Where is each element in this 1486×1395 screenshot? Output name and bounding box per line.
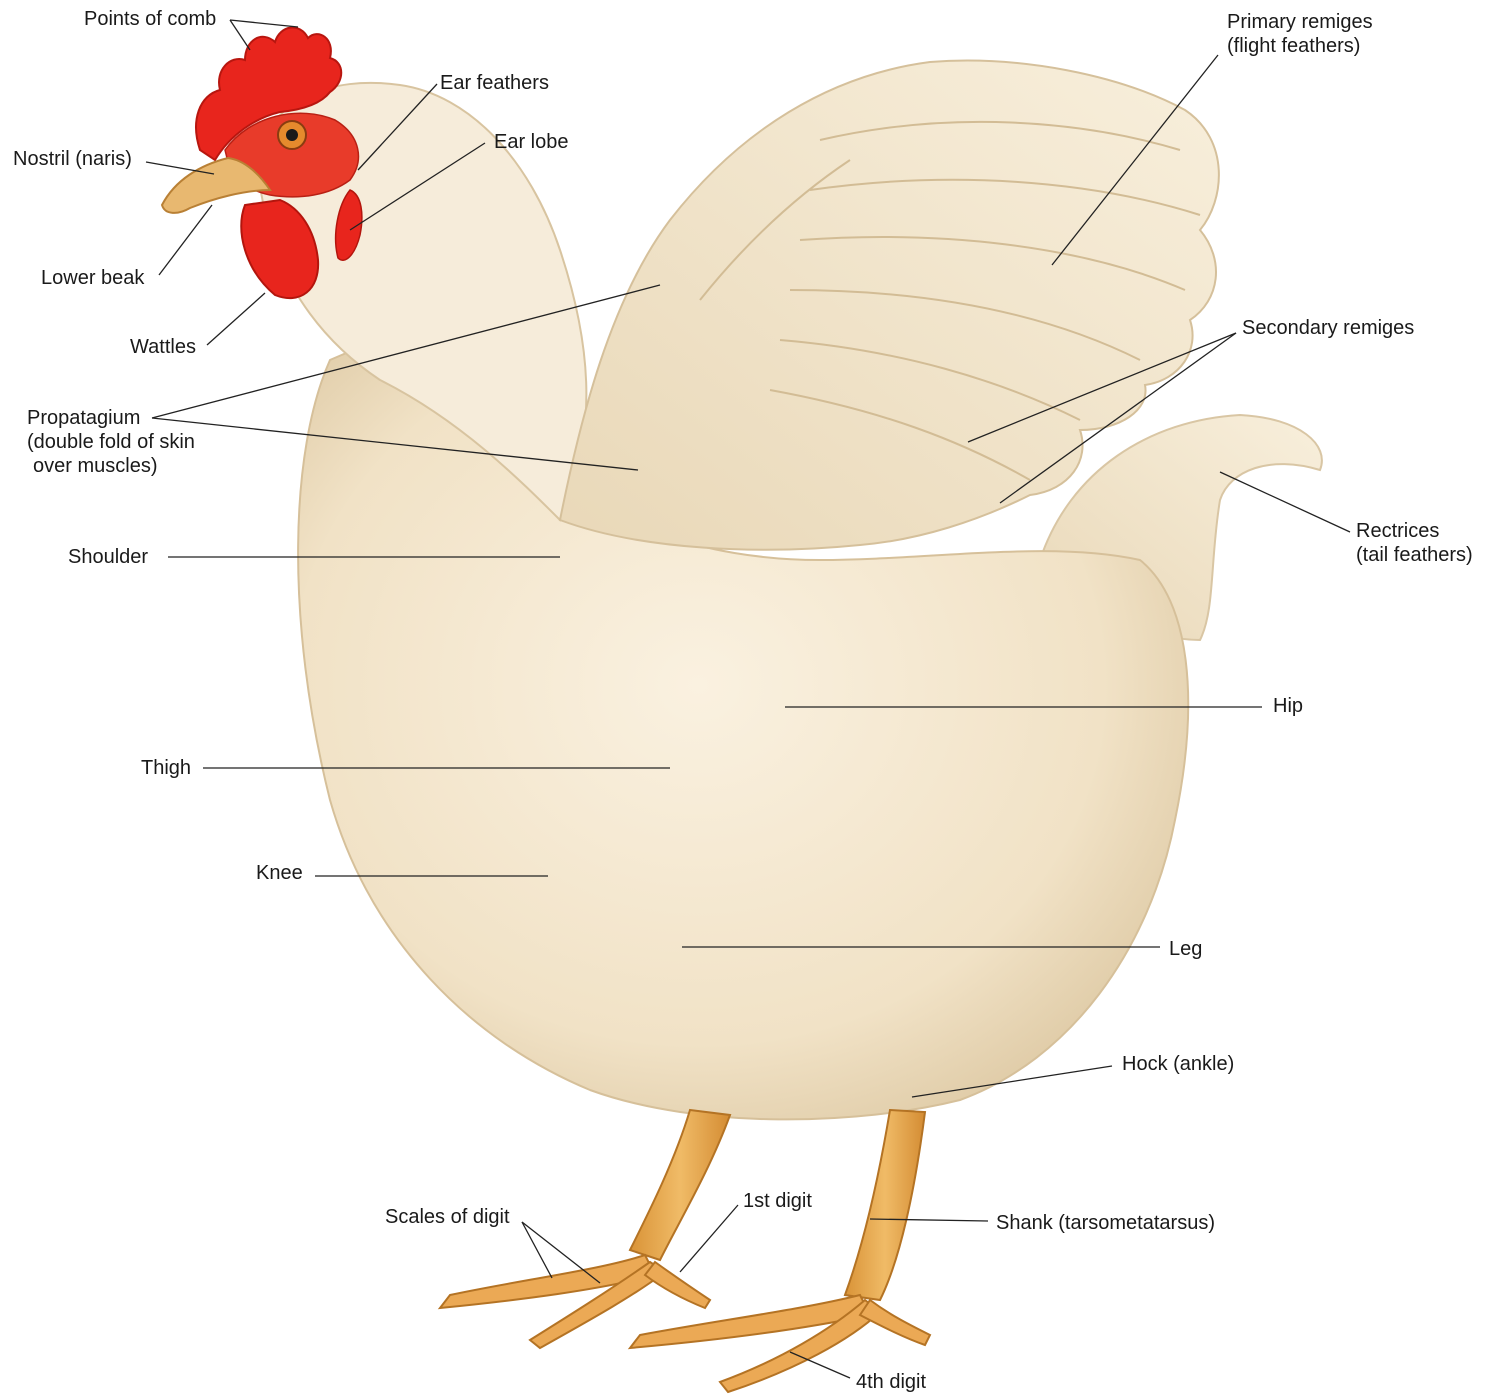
label-ear-feathers: Ear feathers	[440, 71, 549, 95]
label-secondary-remiges: Secondary remiges	[1242, 316, 1414, 340]
label-hip: Hip	[1273, 694, 1303, 718]
label-propatagium-line2: (double fold of skin	[27, 430, 195, 454]
label-points-of-comb: Points of comb	[84, 7, 216, 31]
label-rectrices: Rectrices (tail feathers)	[1356, 519, 1473, 567]
label-propatagium: Propatagium (double fold of skin over mu…	[27, 406, 195, 478]
label-4th-digit: 4th digit	[856, 1370, 926, 1394]
label-shank: Shank (tarsometatarsus)	[996, 1211, 1215, 1235]
label-nostril: Nostril (naris)	[13, 147, 132, 171]
label-primary-remiges-line1: Primary remiges	[1227, 10, 1373, 34]
label-knee: Knee	[256, 861, 303, 885]
label-lower-beak: Lower beak	[41, 266, 144, 290]
label-primary-remiges-line2: (flight feathers)	[1227, 34, 1373, 58]
label-propatagium-line1: Propatagium	[27, 406, 195, 430]
label-hock: Hock (ankle)	[1122, 1052, 1234, 1076]
right-leg	[845, 1110, 925, 1300]
label-rectrices-line2: (tail feathers)	[1356, 543, 1473, 567]
label-leg: Leg	[1169, 937, 1202, 961]
label-ear-lobe: Ear lobe	[494, 130, 569, 154]
label-thigh: Thigh	[141, 756, 191, 780]
left-leg	[630, 1110, 730, 1260]
label-scales-of-digit: Scales of digit	[385, 1205, 510, 1229]
label-1st-digit: 1st digit	[743, 1189, 812, 1213]
label-rectrices-line1: Rectrices	[1356, 519, 1473, 543]
label-propatagium-line3: over muscles)	[27, 454, 195, 478]
label-shoulder: Shoulder	[68, 545, 148, 569]
label-primary-remiges: Primary remiges (flight feathers)	[1227, 10, 1373, 58]
label-wattles: Wattles	[130, 335, 196, 359]
